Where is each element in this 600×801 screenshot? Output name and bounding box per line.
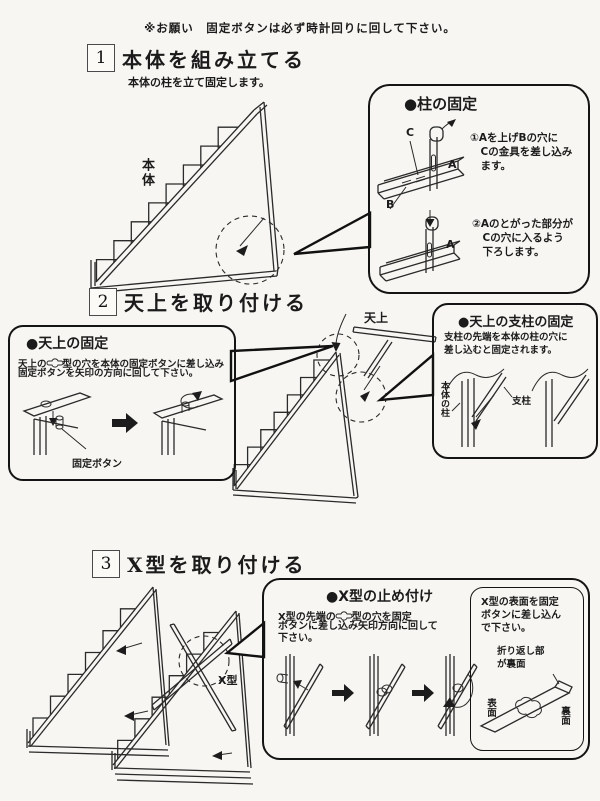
step3-number: 3 [100,554,112,574]
front-face-label: 表面 [485,698,496,717]
arrow-right-icon [112,413,138,433]
step1-arrow [236,245,248,256]
step2-title: 天上を取り付ける [124,291,308,315]
x-bar-diagram [479,673,573,733]
step1-leader-wedge [293,210,372,256]
step2-number-box: 2 [89,288,117,316]
step3-number-box: 3 [92,550,120,578]
step3-callout-box: ●X型の止め付け X型の先端の 型の穴を固定 ボタンに差し込み矢印方向に回して … [262,578,590,760]
pillar-fix-diagram-1 [377,119,465,210]
step1-body-diagram [90,101,285,294]
tenjo-label: 天上 [364,311,389,325]
label-a2: A [446,238,455,251]
step1-instruction-2: ②Aのとがった部分が Cの穴に入るよう 下ろします。 [472,218,574,258]
strut-fix-title: ●天上の支柱の固定 [458,315,574,330]
strut-label: 支柱 [512,396,532,407]
strut-fix-text: 支柱の先端を本体の柱の穴に 差し込むと固定されます。 [444,332,568,356]
step1-number: 1 [95,48,107,68]
arrow-right-icon [332,684,354,702]
x-fix-line2: ボタンに差し込み矢印方向に回して [278,621,438,632]
step2-detail-circle-top [316,333,360,377]
step3-assembly-diagram [26,586,254,785]
step1-subtitle: 本体の柱を立て固定します。 [128,76,270,89]
x-fix-line1: X型の先端の 型の穴を固定 [278,610,412,623]
pillar-label: 本体の柱 [439,381,449,417]
tenjo-fix-line2: 固定ボタンを矢印の方向に回して下さい。 [18,368,199,379]
x-type-label: X型 [218,674,238,687]
step3-title: X型を取り付ける [127,553,307,577]
tenjo-fix-line1: 天上の 型の穴を本体の固定ボタンに差し込み [18,358,225,370]
arrow-right-icon [412,684,434,702]
step3-detail-circle [178,635,230,687]
label-b: B [386,198,395,211]
label-a1: A [448,158,457,171]
keyhole-hole [515,696,542,719]
tenjo-fix-diagram [22,391,224,455]
pillar-fix-diagram-2 [379,210,461,282]
step1-instruction-1: ①Aを上げBの穴に Cの金具を差し込み ます。 [470,132,573,172]
step2-left-callout-box: ●天上の固定 天上の 型の穴を本体の固定ボタンに差し込み 固定ボタンを矢印の方向… [8,325,236,481]
x-fix-line3: 下さい。 [278,633,318,644]
keyhole-symbol [46,358,63,368]
step2-right-leader-wedge [376,352,435,402]
body-label: 本体 [139,158,154,188]
x-fix-steps-diagram [276,654,478,736]
step1-callout-box: ●柱の固定 C A B ①Aを上げBの穴に Cの金具を差し込み ます。 [368,84,590,294]
step1-callout-title: ●柱の固定 [404,95,478,113]
back-face-label: 裏面 [559,706,570,725]
top-notice: ※お願い 固定ボタンは必ず時計回りに回して下さい。 [144,21,456,35]
step2-assembly-diagram [232,313,437,504]
step3-leader-wedge [224,620,266,659]
step1-title: 本体を組み立てる [122,48,306,72]
step1-detail-circle [215,215,285,285]
strut-fix-diagram [445,368,590,447]
tenjo-fix-title: ●天上の固定 [26,336,109,352]
fold-label: 折り返し部 が裏面 [497,646,545,670]
step2-left-leader-wedge [229,344,334,383]
label-c: C [406,126,415,139]
step2-number: 2 [97,292,109,312]
fix-button-label: 固定ボタン [72,459,122,470]
step1-number-box: 1 [87,44,115,72]
keyhole-symbol [335,610,353,621]
x-surface-text: X型の表面を固定 ボタンに差し込ん で下さい。 [481,597,561,635]
step2-right-callout-box: ●天上の支柱の固定 支柱の先端を本体の柱の穴に 差し込むと固定されます。 本体の… [432,303,598,459]
step3-inner-box: X型の表面を固定 ボタンに差し込ん で下さい。 折り返し部 が裏面 表面 裏面 [470,587,584,751]
x-fix-title: ●X型の止め付け [326,589,434,605]
